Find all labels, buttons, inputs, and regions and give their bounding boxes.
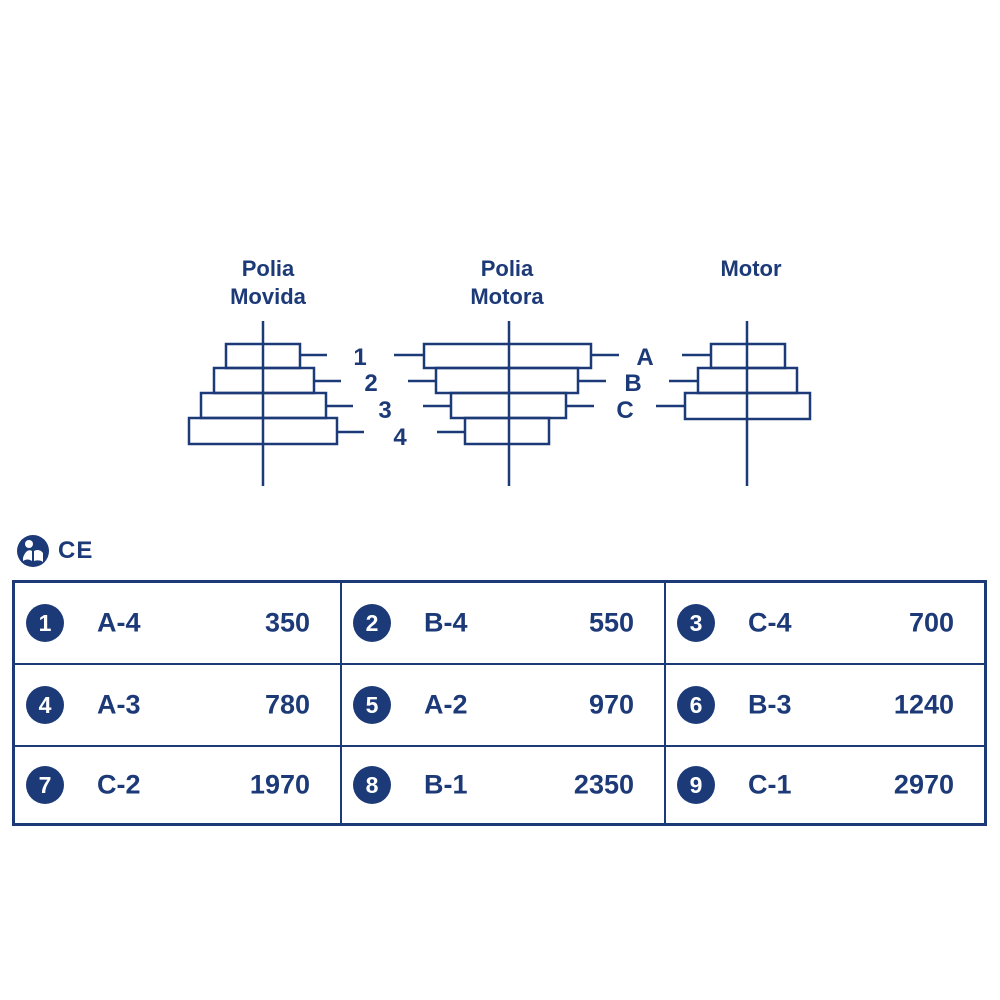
pulley-combination: B-4: [424, 607, 468, 638]
number-badge: 9: [677, 766, 715, 804]
rpm-value: 2350: [573, 769, 634, 800]
number-badge: 8: [353, 766, 391, 804]
table-cell: 9 C-1 2970: [666, 747, 984, 823]
pulley-combination: C-4: [748, 607, 792, 638]
number-badge: 6: [677, 686, 715, 724]
driven-label-3: 3: [378, 397, 391, 424]
driver-label-b: B: [624, 370, 641, 397]
driven-label-2: 2: [364, 370, 377, 397]
motor-title: Motor: [720, 256, 782, 281]
number-badge: 4: [26, 686, 64, 724]
number-badge: 2: [353, 604, 391, 642]
driver-step-a: [422, 342, 593, 370]
table-cell: 3 C-4 700: [666, 583, 984, 665]
table-cell: 5 A-2 970: [342, 665, 666, 747]
pulley-combination: B-3: [748, 689, 792, 720]
driven-label-1: 1: [353, 344, 366, 371]
number-badge: 3: [677, 604, 715, 642]
driver-label-a: A: [636, 344, 653, 371]
table-cell: 8 B-1 2350: [342, 747, 666, 823]
speed-table: 1 A-4 350 2 B-4 550 3 C-4 700 4 A-3 780 …: [12, 580, 987, 826]
pulley-combination: A-4: [97, 607, 141, 638]
rpm-value: 550: [588, 607, 634, 638]
table-cell: 6 B-3 1240: [666, 665, 984, 747]
motor-pulley: [656, 321, 812, 486]
driver-pulley-title-line1: Polia: [481, 256, 534, 281]
driver-pulley: [394, 321, 619, 486]
number-badge: 5: [353, 686, 391, 724]
driven-pulley-title-line1: Polia: [242, 256, 295, 281]
driven-pulley-title-line2: Movida: [230, 284, 307, 309]
rpm-value: 700: [908, 607, 954, 638]
table-cell: 7 C-2 1970: [15, 747, 342, 823]
rpm-value: 2970: [893, 769, 954, 800]
pulley-combination: C-1: [748, 769, 792, 800]
pulley-combination: A-2: [424, 689, 468, 720]
rpm-value: 1970: [249, 769, 310, 800]
pulley-combination: B-1: [424, 769, 468, 800]
rpm-value: 1240: [893, 689, 954, 720]
pulley-diagram: Polia Movida Polia Motora Motor: [187, 256, 812, 486]
number-badge: 1: [26, 604, 64, 642]
rpm-value: 780: [264, 689, 310, 720]
rpm-value: 970: [588, 689, 634, 720]
certification-icons: CE: [16, 533, 93, 569]
driven-label-4: 4: [393, 424, 407, 451]
pulley-combination: C-2: [97, 769, 141, 800]
ce-mark: CE: [58, 537, 94, 564]
driver-label-c: C: [616, 397, 633, 424]
pulley-combination: A-3: [97, 689, 141, 720]
driven-pulley: [187, 321, 364, 486]
driver-step-b: [434, 366, 580, 395]
table-cell: 2 B-4 550: [342, 583, 666, 665]
table-cell: 4 A-3 780: [15, 665, 342, 747]
rpm-value: 350: [264, 607, 310, 638]
read-manual-icon: [17, 535, 49, 567]
table-cell: 1 A-4 350: [15, 583, 342, 665]
driver-step-d: [463, 416, 551, 446]
driver-pulley-title-line2: Motora: [470, 284, 544, 309]
number-badge: 7: [26, 766, 64, 804]
